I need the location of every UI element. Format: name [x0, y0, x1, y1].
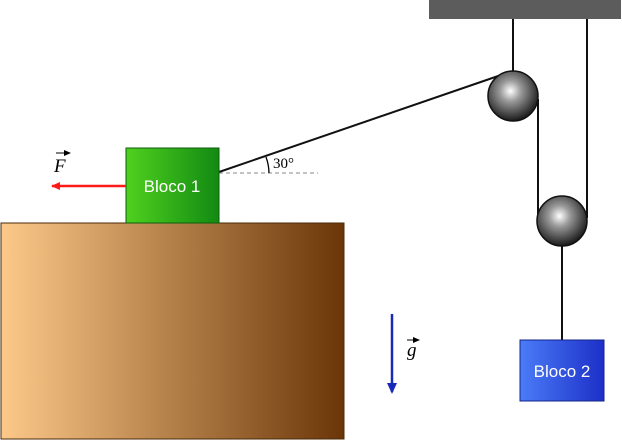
block-1: Bloco 1 [125, 147, 220, 224]
ceiling [429, 0, 621, 19]
pulley-lower [536, 195, 588, 247]
rope-block1-to-pulley1 [218, 73, 505, 173]
gravity-label: g [407, 340, 417, 361]
force-vector-symbol: F [53, 150, 71, 177]
force-label: F [53, 156, 66, 177]
table [0, 222, 345, 440]
block-2: Bloco 2 [519, 339, 605, 402]
gravity-vector-symbol: g [407, 337, 420, 361]
angle-label: 30° [273, 156, 294, 172]
block-1-label: Bloco 1 [144, 177, 201, 196]
pulley-upper [487, 70, 539, 122]
angle-arc [265, 156, 270, 174]
block-2-label: Bloco 2 [534, 362, 591, 381]
